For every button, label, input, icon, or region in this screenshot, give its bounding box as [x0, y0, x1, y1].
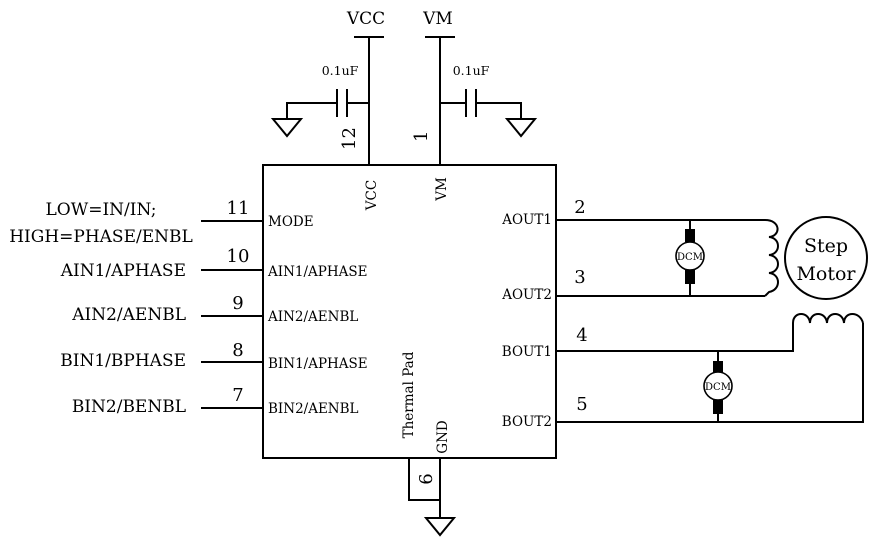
chip-aout2-label: AOUT2 [501, 287, 552, 303]
dc-motor-a-label: DCM [677, 252, 703, 263]
thermal-pad-label: Thermal Pad [401, 351, 417, 438]
pin-number-7: 7 [232, 385, 243, 406]
ground-icon [504, 118, 538, 138]
chip-vcc-pin-label: VCC [364, 180, 380, 211]
vm-rail: VM 1 [411, 9, 455, 165]
chip-aout1-label: AOUT1 [501, 212, 552, 228]
vcc-capacitor-value: 0.1uF [322, 63, 359, 78]
vm-supply-label: VM [422, 9, 453, 29]
coil-a-icon [764, 219, 779, 297]
pin-bin2: BIN2/BENBL 7 BIN2/AENBL [72, 385, 359, 417]
chip-bout2-label: BOUT2 [502, 414, 552, 430]
pin-number-9: 9 [232, 293, 243, 314]
bin2-signal-label: BIN2/BENBL [72, 397, 186, 417]
vcc-capacitor: 0.1uF [270, 63, 369, 138]
motor-b-wiring [556, 313, 864, 423]
pin-number-10: 10 [227, 246, 250, 267]
dc-motor-a-icon [675, 241, 705, 271]
chip-mode-label: MODE [268, 214, 314, 230]
pin-number-4: 4 [576, 325, 587, 346]
mode-desc-line-1: LOW=IN/IN; [46, 200, 157, 220]
pin-number-5: 5 [576, 394, 587, 415]
dc-motor-a-terminal-top [685, 229, 695, 242]
dc-motor-a-terminal-bottom [685, 270, 695, 284]
chip-bout1-label: BOUT1 [502, 344, 552, 360]
step-motor-label-line-1: Step [804, 235, 848, 257]
ground-icon [270, 118, 304, 138]
pin-ain1: AIN1/APHASE 10 AIN1/APHASE [60, 246, 368, 281]
step-motor-label-line-2: Motor [796, 263, 856, 285]
pin-mode: LOW=IN/IN; HIGH=PHASE/ENBL 11 MODE [9, 198, 313, 247]
step-motor: Step Motor [784, 216, 868, 300]
ain2-signal-label: AIN2/AENBL [71, 305, 186, 325]
chip-vm-pin-label: VM [434, 177, 450, 202]
vm-capacitor-value: 0.1uF [453, 63, 490, 78]
vcc-rail: VCC 12 [339, 9, 385, 165]
vm-capacitor: 0.1uF [440, 63, 538, 138]
chip-gnd-label: GND [435, 420, 451, 454]
dc-motor-b-label: DCM [705, 382, 731, 393]
dc-motor-a: DCM [675, 229, 705, 284]
pin-number-8: 8 [232, 340, 243, 361]
dc-motor-b: DCM [703, 361, 733, 414]
chip-bin1-label: BIN1/APHASE [268, 356, 368, 372]
pin-number-2: 2 [574, 197, 585, 218]
pin-number-1: 1 [411, 131, 432, 142]
pin-number-3: 3 [574, 267, 585, 288]
ground-icon [423, 517, 457, 537]
coil-b-icon [792, 313, 864, 324]
ground-pin-6: 6 [408, 457, 457, 537]
mode-desc-line-2: HIGH=PHASE/ENBL [9, 227, 193, 247]
pin-ain2: AIN2/AENBL 9 AIN2/AENBL [71, 293, 358, 325]
chip-ain1-label: AIN1/APHASE [267, 264, 368, 280]
pin-bin1: BIN1/BPHASE 8 BIN1/APHASE [60, 340, 367, 372]
pin-number-6: 6 [416, 473, 437, 484]
chip-bin2-label: BIN2/AENBL [268, 401, 359, 417]
pin-number-11: 11 [227, 198, 250, 219]
vcc-supply-label: VCC [346, 9, 385, 29]
dc-motor-b-terminal-bottom [713, 399, 723, 414]
ain1-signal-label: AIN1/APHASE [60, 261, 186, 281]
pin-number-12: 12 [339, 127, 360, 150]
step-motor-icon [784, 216, 868, 300]
motor-a-wiring [556, 219, 779, 297]
bin1-signal-label: BIN1/BPHASE [60, 351, 186, 371]
dc-motor-b-terminal-top [713, 361, 723, 374]
dc-motor-b-icon [703, 371, 733, 401]
chip-ain2-label: AIN2/AENBL [267, 309, 358, 325]
